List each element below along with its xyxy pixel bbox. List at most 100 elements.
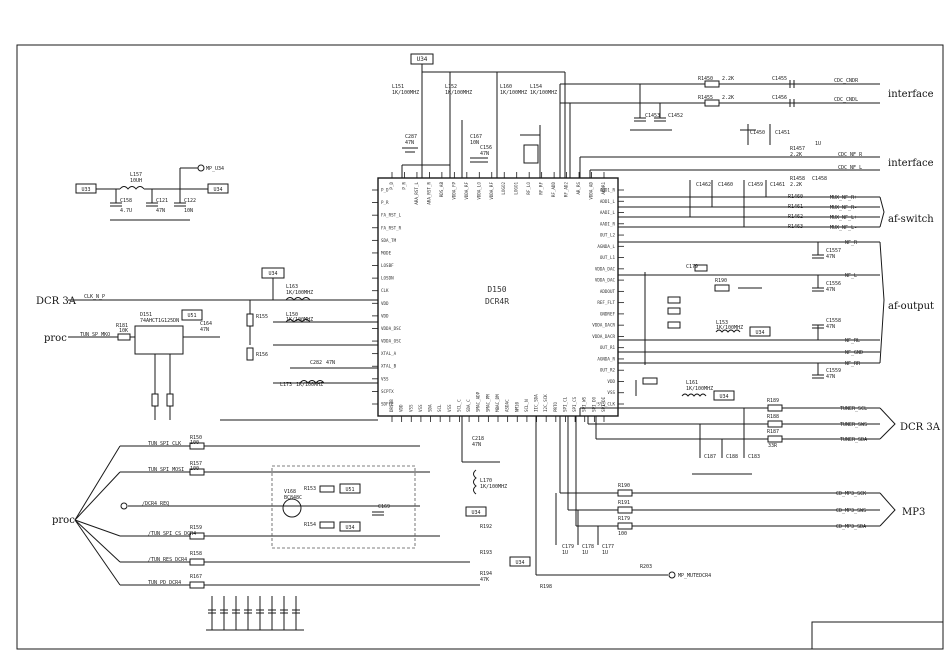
c121-val: 47N: [156, 208, 165, 214]
ic-pin-label-bottom-7: SCL_C: [456, 399, 461, 412]
ic-pin-label-top-2: ARA_RST_L: [414, 182, 419, 205]
label-dcr3a-right: DCR 3A: [900, 422, 941, 433]
l157-coil: [119, 186, 145, 190]
r192-ref: R192: [480, 524, 492, 530]
ic-pin-label-top-13: RF_ADD: [551, 182, 556, 198]
ic-pin-label-bottom-18: SPI_CL: [562, 396, 567, 412]
net-mux-nf-r-neg: MUX_NF_R-: [830, 205, 857, 211]
r179-ref: R179: [618, 516, 630, 522]
ic-pin-label-top-16: VDDA_AD: [589, 182, 594, 200]
ic-pin-label-left-9: VDD: [381, 301, 389, 306]
r1455-val: 2.2K: [722, 95, 734, 101]
u34-r1-label: U34: [755, 330, 764, 336]
net-tun-res: /TUN_RES_DCR4: [148, 557, 187, 563]
l152-val: 1K/100MHZ: [445, 90, 472, 96]
c1455-ref: C1455: [772, 76, 787, 82]
u34-left-label: U34: [213, 187, 222, 193]
r1457-val: 2.2K: [790, 152, 802, 158]
ic-pin-label-bottom-16: I2C_SCK: [543, 394, 548, 412]
u51-inner-label: U51: [345, 487, 354, 493]
u34-bottom2-label: U34: [515, 560, 524, 566]
r188-ref: R188: [767, 414, 779, 420]
dcr3a-right-bracket: [879, 407, 896, 440]
ic-pin-label-bottom-6: VSS: [447, 404, 452, 412]
c1557-val: 47N: [826, 254, 835, 260]
net-nf-r: NF_R: [845, 240, 858, 246]
ic-pin-label-bottom-15: IIC_SDA: [534, 394, 539, 412]
net-cdc-cndr: CDC_CNDR: [834, 78, 859, 84]
r193-ref: R193: [480, 550, 492, 556]
net-mux-nf-l-neg: MUX_NF_L-: [830, 225, 857, 231]
c122-val: 10N: [184, 208, 193, 214]
ic-pin-label-top-7: VDDA_LO: [476, 182, 481, 200]
c179-ref: C179: [562, 544, 574, 550]
ic-pin-label-bottom-21: SPI_DO: [591, 396, 596, 412]
c1559-val: 47N: [826, 374, 835, 380]
net-tuner-sda: TUNER_SDA: [840, 437, 867, 443]
label-proc-bottom: proc: [52, 515, 75, 526]
ic-pin-label-bottom-19: SPI_CS: [572, 396, 577, 412]
r1462-ref: R1462: [788, 214, 803, 220]
net-tun-spi-mosi: TUN_SPI_MOSI: [148, 467, 184, 473]
l157-val: 10UH: [130, 178, 142, 184]
title-block: [811, 621, 944, 650]
ic-pin-label-bottom-22: SPI_DI: [601, 396, 606, 412]
net-cdc-cndl: CDC_CNDL: [834, 97, 858, 103]
l163-val: 1K/100MHZ: [286, 290, 313, 296]
c1453-ref: C1453: [645, 113, 660, 119]
ic-pin-label-left-15: VSS: [381, 376, 389, 381]
c122-ref: C122: [184, 198, 196, 204]
ic-pin-label-bottom-14: SCL_N: [524, 399, 529, 412]
c1558-val: 47N: [826, 324, 835, 330]
u34-mid-label: U34: [268, 271, 277, 277]
u33-label: U33: [81, 187, 90, 193]
l173-val: 1K/100MHZ: [296, 382, 323, 388]
ic-pin-label-bottom-11: MBAC_DM: [495, 394, 500, 412]
ic-pin-label-right-11: GNDREF: [600, 311, 616, 316]
ic-pin-label-left-2: FA_RST_L: [381, 213, 402, 218]
c158-val: 4.7U: [120, 208, 132, 214]
ic-pin-label-top-15: AR_RS: [576, 182, 581, 195]
c169-ref: C169: [378, 504, 390, 510]
r1457-ref: R1457: [790, 146, 805, 152]
mp3-bracket: [879, 492, 896, 527]
ic-pin-label-left-14: XTAL_B: [381, 364, 397, 369]
af-switch-bracket: [879, 196, 885, 228]
ic-part: DCR4R: [485, 297, 509, 306]
ic-pin-label-left-6: LOSBF: [381, 263, 394, 268]
af-output-bracket: [879, 241, 885, 364]
ic-pin-label-bottom-20: SPI_WS: [582, 396, 587, 412]
c1558-ref: C1558: [826, 318, 841, 324]
label-interface-mid: interface: [888, 158, 934, 169]
r150-val: 100: [190, 440, 199, 446]
r1461-ref: R1461: [788, 204, 803, 210]
ic-pin-label-right-19: SYS_CLK: [597, 402, 615, 407]
ic-pin-label-bottom-0: DRSOB: [389, 399, 394, 412]
ic-pin-label-right-5: AGNDA_L: [597, 244, 615, 249]
ic-pin-label-top-1: P_R: [401, 182, 406, 190]
ic-pin-label-bottom-8: SDA_C: [466, 399, 471, 412]
bottom-cap-row: [206, 596, 304, 631]
ic-pin-label-top-3: ARA_RST_R: [426, 182, 431, 205]
c178-val: 1U: [582, 550, 588, 556]
ic-pin-label-top-6: VDDA_RF: [464, 182, 469, 200]
net-mux-nf-l-pos: MUX_NF_L+: [830, 215, 857, 221]
ic-pin-label-top-17: ADDR1: [601, 182, 606, 195]
r1455-ref: R1455: [698, 95, 713, 101]
c179-mid-ref: C179: [686, 264, 698, 270]
ic-pin-label-left-17: SDFCE: [381, 402, 394, 407]
l160-ref: L160: [500, 84, 512, 90]
r179-val: 100: [618, 531, 627, 537]
r190-mid-ref: R190: [715, 278, 727, 284]
r158-ref: R158: [190, 551, 202, 557]
l170-ref: L170: [480, 478, 492, 484]
label-af-output: af-output: [888, 301, 934, 312]
l173-ref: L173: [280, 382, 292, 388]
r194-val: 47K: [480, 577, 489, 583]
net-clk-n-p: CLK_N_P: [84, 294, 105, 300]
v168-transistor: [282, 498, 302, 518]
r1463-ref: R1463: [788, 224, 803, 230]
ic-pin-label-left-1: P_R: [381, 200, 389, 205]
net-nf-l: NF_L: [845, 273, 857, 279]
